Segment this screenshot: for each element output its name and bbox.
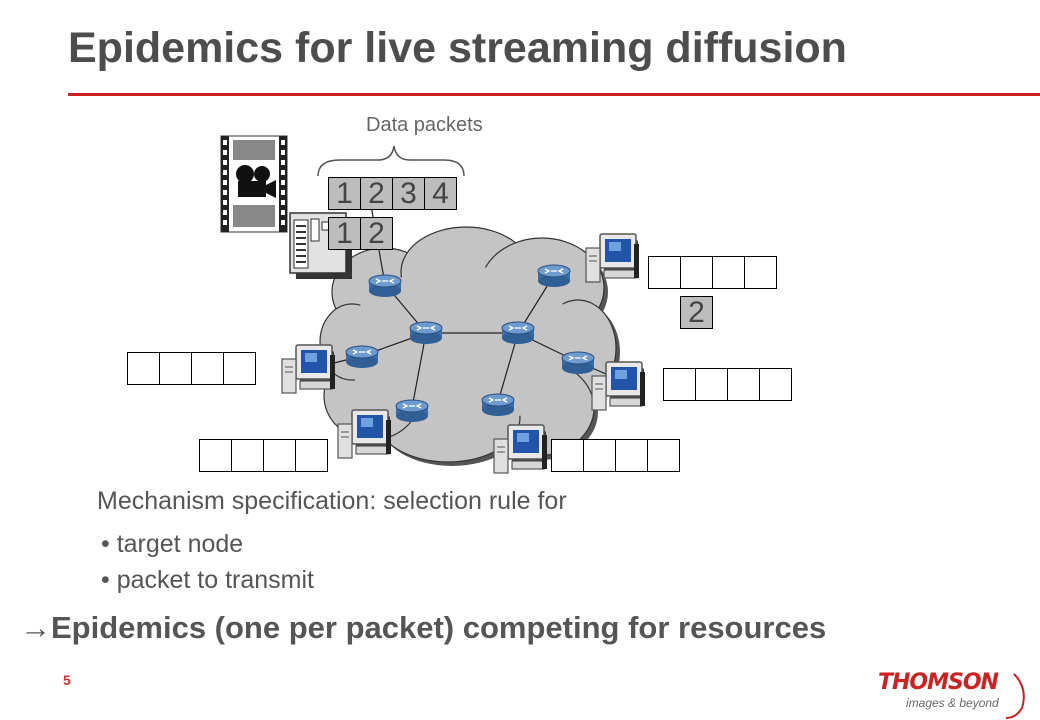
packet-slot [695,368,728,401]
peer-buffer [127,352,256,385]
thomson-logo: THOMSON images & beyond [876,668,1036,720]
title-underline [68,93,1040,96]
arrow-icon: → [20,610,51,645]
packet-slot [159,352,192,385]
slide-number: 5 [63,672,71,688]
packet-slot [647,439,680,472]
data-packets-label: Data packets [366,114,483,136]
logo-tagline: images & beyond [906,696,999,710]
router-icon [537,264,571,288]
source-sent-buffer: 1 2 [328,217,393,250]
peer-buffer [551,439,680,472]
packet-cell: 3 [392,177,425,210]
data-packets-brace [317,145,465,177]
router-icon [368,274,402,298]
peer-buffer [199,439,328,472]
conclusion-label: Epidemics (one per packet) competing for… [51,610,827,645]
bullet-text: packet to transmit [116,566,315,594]
packet-slot [295,439,328,472]
logo-swoosh-icon [1005,673,1025,719]
peer-buffer [663,368,792,401]
router-icon [501,321,535,345]
packet-slot [231,439,264,472]
packet-cell: 4 [424,177,457,210]
peer-buffer [648,256,777,289]
mechanism-text: Mechanism specification: selection rule … [97,487,567,515]
packet-slot [744,256,777,289]
computer-icon [281,344,336,394]
computer-icon [585,233,640,283]
packet-slot [615,439,648,472]
source-stream-buffer: 1 2 3 4 [328,177,457,210]
router-icon [481,393,515,417]
packet-slot [712,256,745,289]
video-camera-icon [220,135,288,233]
packet-slot [223,352,256,385]
packet-slot [663,368,696,401]
packet-cell: 2 [360,217,393,250]
packet-cell: 2 [360,177,393,210]
router-icon [561,351,595,375]
packet-slot [263,439,296,472]
packet-slot [199,439,232,472]
packet-slot [759,368,792,401]
packet-slot [583,439,616,472]
router-icon [409,321,443,345]
packet-cell: 1 [328,177,361,210]
logo-brand: THOMSON [878,670,999,695]
bullet-item: • packet to transmit [101,566,315,594]
packet-slot [727,368,760,401]
bullet-item: • target node [101,530,244,558]
packet-slot [127,352,160,385]
router-icon [395,399,429,423]
packet-slot [680,256,713,289]
conclusion-text: →Epidemics (one per packet) competing fo… [20,610,826,646]
packet-slot [648,256,681,289]
received-packet: 2 [680,296,713,329]
packet-slot [191,352,224,385]
bullet-text: target node [116,530,244,558]
packet-slot [551,439,584,472]
slide-title: Epidemics for live streaming diffusion [68,24,847,72]
packet-cell: 1 [328,217,361,250]
router-icon [345,345,379,369]
